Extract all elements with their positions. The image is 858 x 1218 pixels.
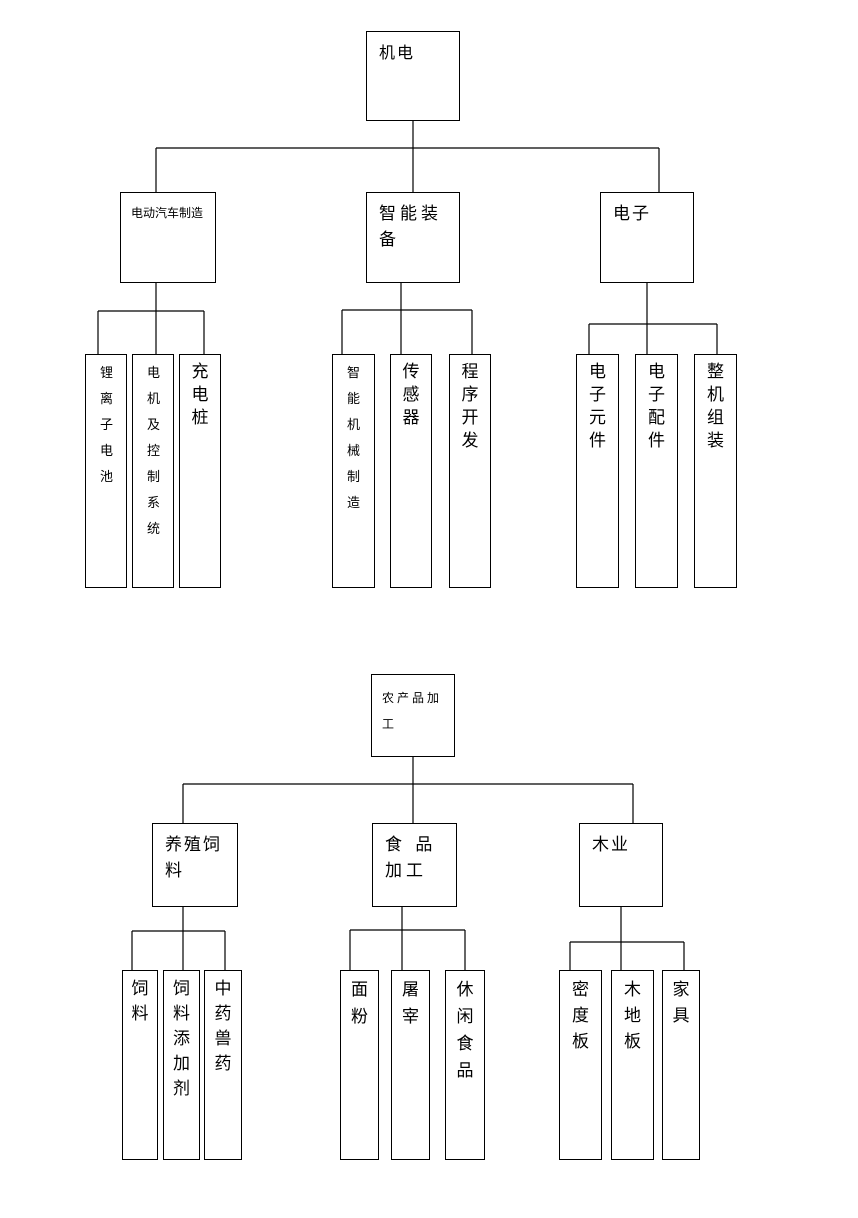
chart1-leaf-label: 充电桩: [191, 362, 209, 428]
chart1-leaf-label: 锂离子电池: [100, 366, 114, 485]
chart2-branch-label: 养殖饲料: [165, 835, 222, 881]
chart2-leaf-box: 密度板: [559, 970, 602, 1160]
chart2-leaf-label: 木地板: [624, 980, 641, 1052]
chart1-branch-box: 智能装备: [366, 192, 460, 283]
chart1-leaf-label: 电子元件: [589, 362, 606, 451]
chart1-branch-label: 电子: [613, 204, 651, 224]
chart1-root-box: 机电: [366, 31, 460, 121]
chart1-branch-box: 电子: [600, 192, 694, 283]
chart1-leaf-box: 电子配件: [635, 354, 678, 588]
chart1-leaf-box: 传感器: [390, 354, 432, 588]
chart1-branch-box: 电动汽车制造: [120, 192, 216, 283]
chart2-leaf-label: 饲料: [131, 979, 149, 1024]
chart1-leaf-box: 智能机械制造: [332, 354, 375, 588]
chart1-leaf-box: 整机组装: [694, 354, 737, 588]
chart1-branch-label: 电动汽车制造: [131, 206, 204, 220]
chart1-leaf-box: 电机及控制系统: [132, 354, 174, 588]
chart2-leaf-label: 中药兽药: [214, 979, 232, 1074]
chart2-leaf-label: 面粉: [351, 980, 368, 1027]
chart2-root-label: 农产品加工: [382, 691, 443, 731]
chart1-leaf-box: 电子元件: [576, 354, 619, 588]
chart1-leaf-box: 充电桩: [179, 354, 221, 588]
chart2-leaf-box: 休闲食品: [445, 970, 485, 1160]
chart2-branch-label: 食 品加工: [385, 835, 437, 881]
chart2-leaf-box: 中药兽药: [204, 970, 242, 1160]
chart2-root-box: 农产品加工: [371, 674, 455, 757]
chart1-leaf-label: 电机及控制系统: [147, 366, 161, 537]
chart1-leaf-label: 程序开发: [461, 362, 479, 451]
chart1-leaf-box: 锂离子电池: [85, 354, 127, 588]
chart2-leaf-label: 休闲食品: [456, 980, 474, 1081]
chart1-leaf-label: 传感器: [402, 362, 420, 428]
chart1-leaf-label: 整机组装: [707, 362, 724, 451]
chart1-root-label: 机电: [379, 43, 416, 62]
chart2-leaf-box: 家具: [662, 970, 700, 1160]
chart2-leaf-box: 面粉: [340, 970, 379, 1160]
chart2-branch-box: 食 品加工: [372, 823, 457, 907]
chart1-leaf-label: 电子配件: [648, 362, 665, 451]
chart2-leaf-box: 饲料添加剂: [163, 970, 200, 1160]
chart1-branch-label: 智能装备: [379, 204, 442, 250]
chart2-branch-label: 木业: [592, 835, 630, 855]
chart2-leaf-label: 密度板: [572, 980, 589, 1052]
chart2-leaf-box: 木地板: [611, 970, 654, 1160]
chart2-leaf-box: 饲料: [122, 970, 158, 1160]
chart2-leaf-label: 饲料添加剂: [173, 979, 190, 1099]
chart1-leaf-label: 智能机械制造: [347, 366, 361, 511]
chart1-leaf-box: 程序开发: [449, 354, 491, 588]
chart2-leaf-label: 家具: [672, 980, 690, 1026]
chart2-leaf-label: 屠宰: [402, 980, 419, 1027]
chart2-branch-box: 木业: [579, 823, 663, 907]
chart2-branch-box: 养殖饲料: [152, 823, 238, 907]
chart2-leaf-box: 屠宰: [391, 970, 430, 1160]
